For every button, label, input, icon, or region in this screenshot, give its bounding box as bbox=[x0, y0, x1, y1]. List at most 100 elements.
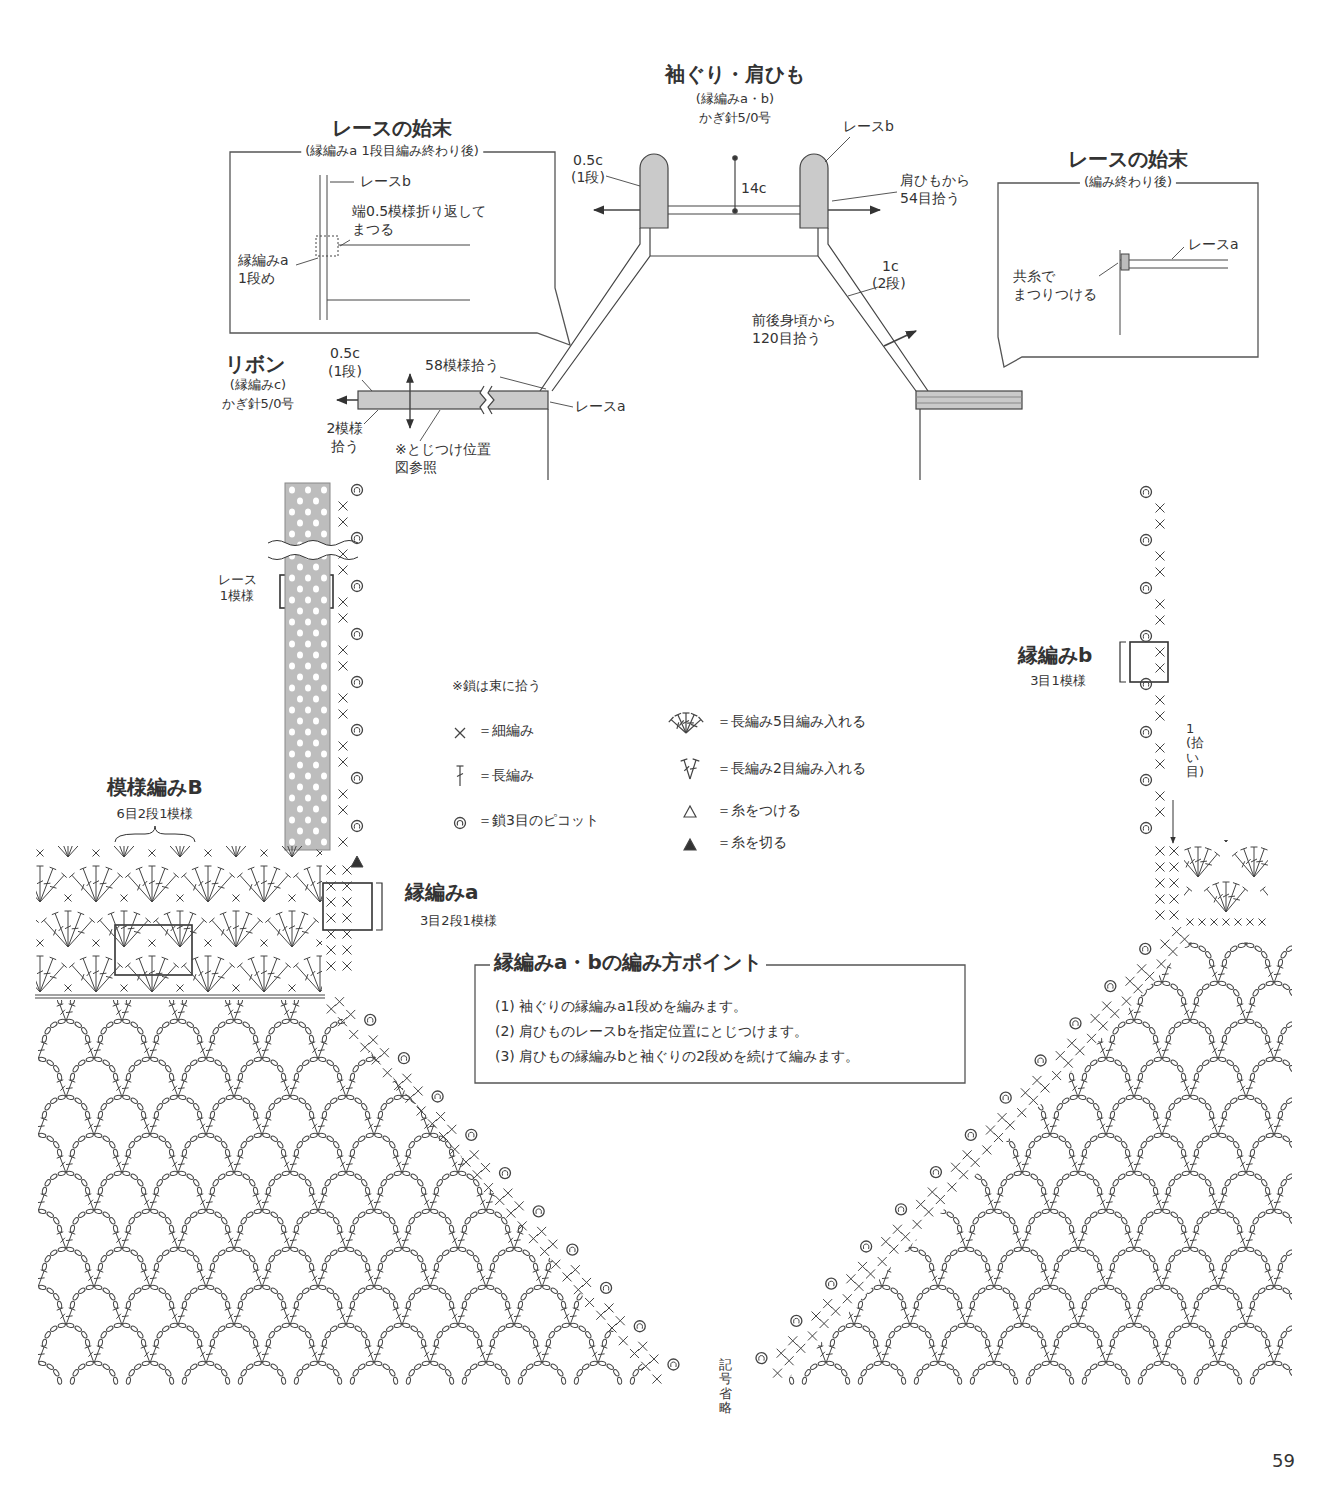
sc-stroke bbox=[548, 1240, 557, 1249]
chain-stitch bbox=[346, 1171, 354, 1176]
chain-stitch bbox=[610, 1249, 618, 1256]
dc-slash bbox=[626, 1239, 633, 1241]
double-crochet-symbol bbox=[561, 1308, 570, 1325]
sc-stroke bbox=[380, 1048, 389, 1057]
dc-stem bbox=[318, 1195, 324, 1211]
dc-stem bbox=[396, 1233, 402, 1249]
lace-hole bbox=[313, 828, 319, 835]
dc-top bbox=[461, 1156, 468, 1158]
dc-stem bbox=[88, 1347, 94, 1363]
picot-ring bbox=[352, 533, 363, 544]
lace-hole bbox=[289, 531, 295, 538]
sc-stroke bbox=[986, 1126, 995, 1135]
chain-stitch bbox=[46, 1363, 54, 1370]
chain-stitch bbox=[324, 1255, 331, 1263]
chain-stitch bbox=[408, 1293, 415, 1301]
single-crochet-symbol bbox=[495, 1196, 504, 1205]
chain-stitch bbox=[578, 1325, 586, 1332]
single-crochet-symbol bbox=[652, 1375, 661, 1384]
sc-stroke bbox=[1156, 568, 1165, 577]
chain-stitch bbox=[206, 1361, 214, 1366]
chain-stitch bbox=[574, 1377, 579, 1385]
dc-slash bbox=[536, 1276, 541, 1281]
lace-band bbox=[285, 483, 330, 850]
dc-slash bbox=[10, 1239, 17, 1241]
dc-slash bbox=[144, 1352, 149, 1357]
dc-stem bbox=[452, 1309, 458, 1325]
dc-slash bbox=[704, 1276, 709, 1281]
single-crochet-symbol bbox=[1122, 997, 1131, 1006]
chain-stitch bbox=[218, 1173, 226, 1180]
chain-stitch bbox=[458, 1323, 466, 1328]
chain-stitch bbox=[520, 1217, 527, 1225]
sc-stroke bbox=[339, 646, 348, 655]
lace-hole bbox=[305, 641, 311, 648]
dc-slash bbox=[88, 1200, 93, 1205]
sc-stroke bbox=[343, 898, 352, 907]
single-crochet-symbol bbox=[1041, 1083, 1050, 1092]
sc-stroke bbox=[540, 1247, 549, 1256]
dc-slash bbox=[284, 1162, 289, 1167]
sc-stroke bbox=[1157, 959, 1166, 968]
sc-stroke bbox=[506, 1209, 515, 1218]
sc-stroke bbox=[641, 1362, 650, 1371]
dc-slash bbox=[452, 1238, 457, 1243]
chain-stitch bbox=[450, 1171, 458, 1176]
chain-stitch bbox=[638, 1363, 646, 1370]
dc-slash bbox=[178, 1239, 185, 1241]
chain-stitch bbox=[590, 1209, 598, 1214]
dc-slash bbox=[710, 1201, 717, 1203]
chain-stitch bbox=[673, 1225, 678, 1233]
chain-stitch bbox=[434, 1339, 439, 1347]
dc-stem bbox=[514, 1233, 520, 1249]
picot-ring bbox=[398, 1053, 409, 1064]
sc-stroke bbox=[327, 946, 336, 955]
single-crochet-symbol bbox=[484, 1183, 493, 1192]
chain-stitch bbox=[290, 1171, 298, 1176]
dc-stem bbox=[592, 1195, 598, 1211]
dc-slash bbox=[122, 1315, 129, 1317]
sc-stroke bbox=[473, 1170, 482, 1179]
chain-stitch bbox=[29, 1187, 34, 1195]
chain-stitch bbox=[632, 1369, 639, 1377]
chain-stitch bbox=[529, 1255, 536, 1263]
sc-stroke bbox=[1041, 1083, 1050, 1092]
dc-top bbox=[601, 1194, 608, 1196]
chain-stitch bbox=[44, 1255, 51, 1263]
chain-stitch bbox=[470, 1363, 478, 1370]
chain-stitch bbox=[414, 1211, 422, 1218]
chain-stitch bbox=[333, 1369, 340, 1377]
single-crochet-symbol bbox=[616, 1316, 625, 1325]
sc-stroke bbox=[619, 1336, 628, 1345]
single-crochet-symbol bbox=[349, 1030, 358, 1039]
dc-top bbox=[573, 1232, 580, 1234]
chain-stitch bbox=[42, 1339, 47, 1347]
chain-stitch bbox=[449, 1225, 454, 1233]
dc-top bbox=[629, 1232, 636, 1234]
lace-hole bbox=[321, 487, 327, 494]
dc-slash bbox=[564, 1238, 569, 1243]
sc-stroke bbox=[616, 1316, 625, 1325]
chain-stitch bbox=[57, 1149, 62, 1157]
chain-stitch bbox=[630, 1377, 635, 1385]
chain-stitch bbox=[282, 1171, 290, 1176]
lace-hole bbox=[297, 718, 303, 725]
dc-stem bbox=[508, 1157, 514, 1173]
sc-stroke bbox=[638, 1342, 647, 1351]
chain-stitch bbox=[262, 1209, 270, 1214]
double-crochet-symbol bbox=[290, 1156, 299, 1173]
double-crochet-symbol bbox=[337, 1232, 346, 1249]
sc-stroke bbox=[1172, 927, 1181, 936]
double-crochet-symbol bbox=[673, 1232, 682, 1249]
dc-slash bbox=[452, 1314, 457, 1319]
double-crochet-symbol bbox=[197, 1194, 206, 1211]
chain-stitch bbox=[562, 1171, 570, 1176]
sc-stroke bbox=[858, 1262, 867, 1271]
sc-stroke bbox=[339, 614, 348, 623]
lace-hole bbox=[321, 575, 327, 582]
chain-stitch bbox=[193, 1331, 200, 1339]
chain-stitch bbox=[165, 1369, 172, 1377]
chain-stitch bbox=[632, 1217, 639, 1225]
double-crochet-symbol bbox=[421, 1270, 430, 1287]
chain-stitch bbox=[658, 1187, 663, 1195]
